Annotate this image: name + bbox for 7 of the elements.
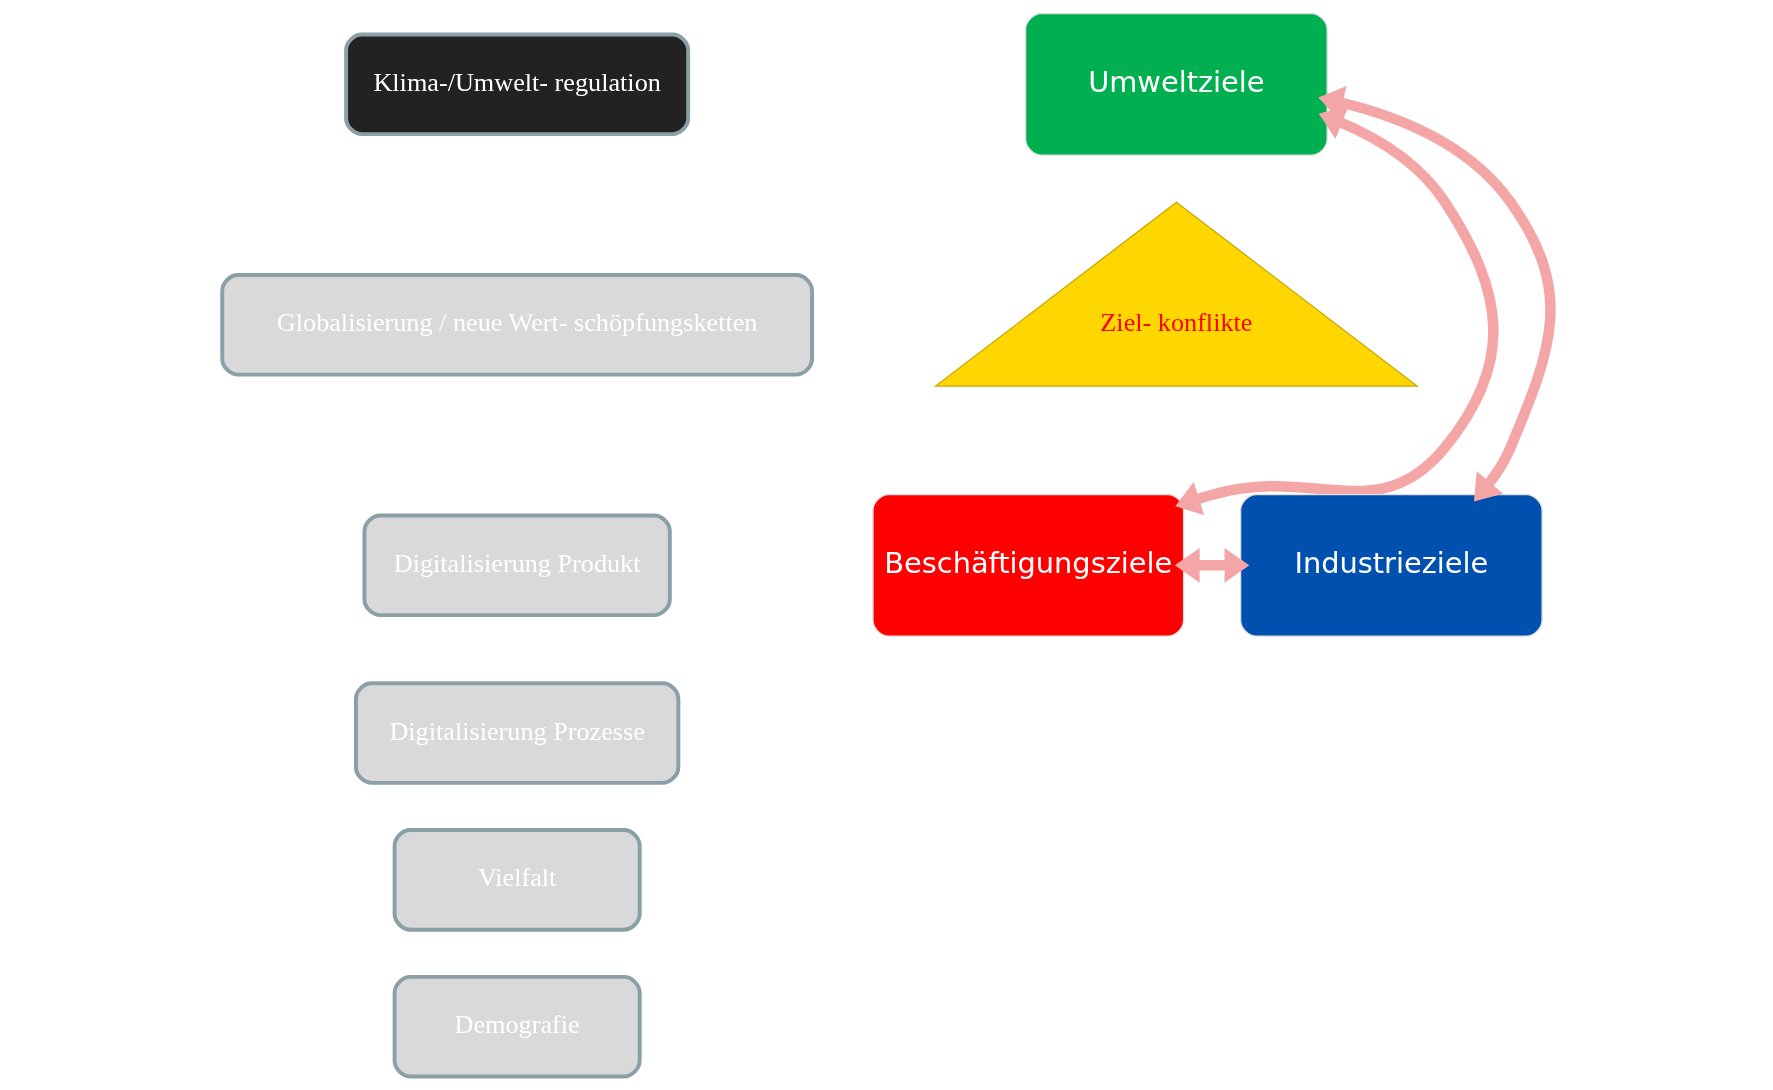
node-box: Umweltziele — [1025, 12, 1328, 156]
node-box: Klima-/Umwelt- regulation — [344, 32, 691, 137]
node-box: Industrieziele — [1239, 493, 1543, 637]
node-box: Beschäftigungsziele — [872, 493, 1185, 637]
arrow — [1318, 85, 1556, 502]
arrow — [1175, 106, 1499, 516]
arrow — [1174, 547, 1250, 583]
